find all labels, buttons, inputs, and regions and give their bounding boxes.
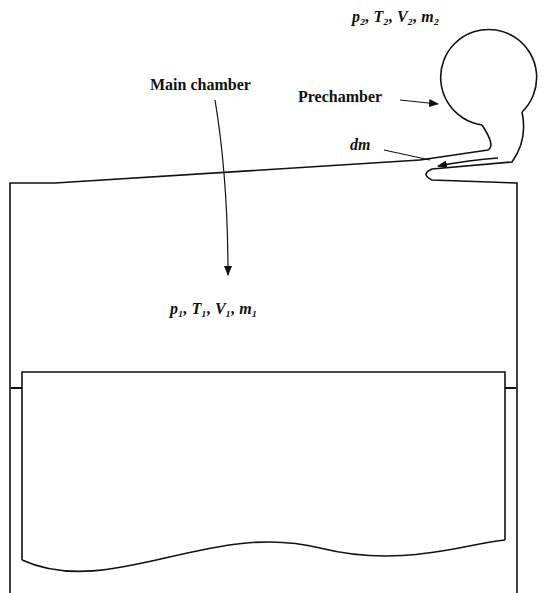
leader-line <box>400 100 438 104</box>
part-label: Prechamber <box>298 88 382 106</box>
cylinder-wall <box>426 112 524 593</box>
cylinder-head <box>10 160 420 593</box>
piston-ring <box>11 387 516 389</box>
prechamber-sphere <box>441 29 537 125</box>
channel-wall <box>420 125 491 160</box>
flow-arrow <box>438 158 498 166</box>
piston <box>22 372 505 560</box>
flow-label: dm <box>350 136 370 154</box>
state-label: p₂, T₂, V₂, m₂ <box>352 8 439 26</box>
part-label: Main chamber <box>150 76 251 94</box>
leader-line <box>215 100 228 275</box>
piston-cut <box>22 540 505 571</box>
leader-line <box>384 150 430 160</box>
state-label: p₁, T₁, V₁, m₁ <box>170 300 257 318</box>
